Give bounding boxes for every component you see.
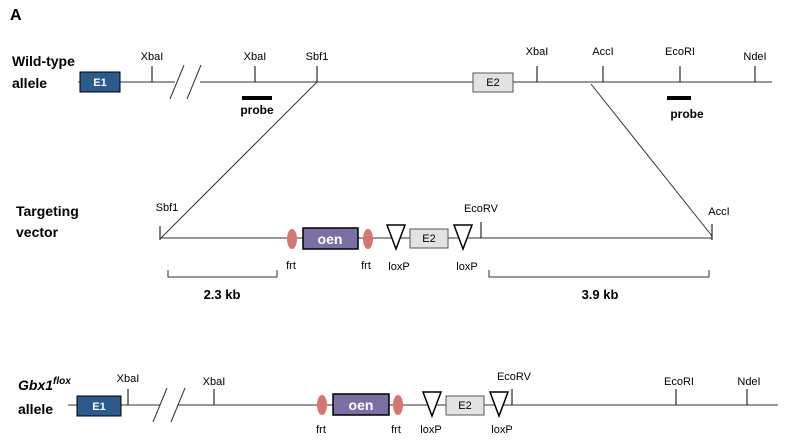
flox-xbal-2-label: XbaI [203,376,226,388]
wild-type-ecori-label: EcoRI [665,46,695,58]
targeting-oen-label: oen [318,231,343,247]
wild-type-xbal-3-label: XbaI [526,46,549,58]
wild-type-break-mark-2 [186,64,202,100]
wild-type-probe-left-label: probe [240,103,274,117]
wild-type-allele: Wild-type allele E1 E2 XbaI XbaI Sbf1 Xb… [12,46,772,121]
flox-label-name: Gbx1 [18,377,53,393]
targeting-exon2 [409,228,449,249]
flox-label-line2: allele [18,401,53,417]
flox-break-mark-2 [170,387,186,423]
targeting-label-line1: Targeting [16,203,79,219]
flox-ecori-label: EcoRI [664,376,694,388]
targeting-loxp-2 [452,224,474,252]
flox-oen-label: oen [349,397,374,413]
wild-type-label-line2: allele [12,75,47,91]
targeting-frt-2 [363,229,373,249]
flox-loxp-2-label: loxP [491,424,512,436]
flox-ecorv-label: EcoRV [497,371,532,383]
targeting-loxp-1 [385,224,407,252]
targeting-frt-1-label: frt [286,260,296,272]
wild-type-sbf1-label: Sbf1 [306,51,329,63]
wild-type-exon1 [79,71,121,93]
flox-xbal-1-label: XbaI [117,373,140,385]
targeting-arm-right-bracket [488,270,710,278]
wild-type-xbal-2-label: XbaI [244,51,267,63]
homology-line-right [590,83,713,237]
wild-type-xbal-1-label: XbaI [141,51,164,63]
flox-ndel-label: NdeI [737,376,760,388]
flox-label-line1: Gbx1flox [18,376,71,393]
targeting-oen-cassette [302,227,359,250]
homology-line-left [160,81,318,239]
wild-type-exon1-label: E1 [93,77,106,89]
flox-break-mark-1 [152,387,168,423]
panel-label: A [10,7,22,24]
flox-allele: Gbx1flox allele E1 XbaI XbaI EcoRV EcoRI… [18,371,778,436]
flox-oen-cassette [332,393,390,416]
flox-exon2-label: E2 [458,400,471,412]
flox-frt-1 [317,395,327,415]
targeting-frt-2-label: frt [361,260,371,272]
wild-type-exon2 [472,72,514,93]
targeting-arm-right-label: 3.9 kb [582,287,619,302]
wild-type-break-mark-1 [169,64,185,100]
wild-type-ndel-label: NdeI [743,51,766,63]
flox-frt-2-label: frt [391,424,401,436]
flox-loxp-1 [421,391,443,419]
targeting-exon2-label: E2 [422,233,435,245]
targeting-frt-1 [287,229,297,249]
targeting-arm-left-bracket [167,270,278,278]
wild-type-probe-right-bar [667,96,691,100]
wild-type-accl-label: AccI [592,46,613,58]
flox-label-sup: flox [53,376,71,387]
wild-type-label-line1: Wild-type [12,53,75,69]
flox-loxp-1-label: loxP [420,424,441,436]
flox-exon1 [76,395,122,417]
targeting-loxp-2-label: loxP [456,261,477,273]
flox-loxp-2 [488,391,510,419]
targeting-arm-left-label: 2.3 kb [204,287,241,302]
targeting-accl-label: AccI [708,206,729,218]
flox-exon2 [445,395,485,416]
flox-frt-2 [393,395,403,415]
targeting-sbf1-label: Sbf1 [156,202,179,214]
wild-type-probe-left-bar [242,96,272,100]
targeting-label-line2: vector [16,224,59,240]
targeting-ecorv-label: EcoRV [464,203,499,215]
flox-exon1-label: E1 [92,401,105,413]
targeting-vector: Targeting vector Sbf1 AccI EcoRV frt oen… [16,202,730,302]
wild-type-probe-right-label: probe [670,107,704,121]
targeting-loxp-1-label: loxP [388,261,409,273]
flox-frt-1-label: frt [316,424,326,436]
wild-type-exon2-label: E2 [486,77,499,89]
